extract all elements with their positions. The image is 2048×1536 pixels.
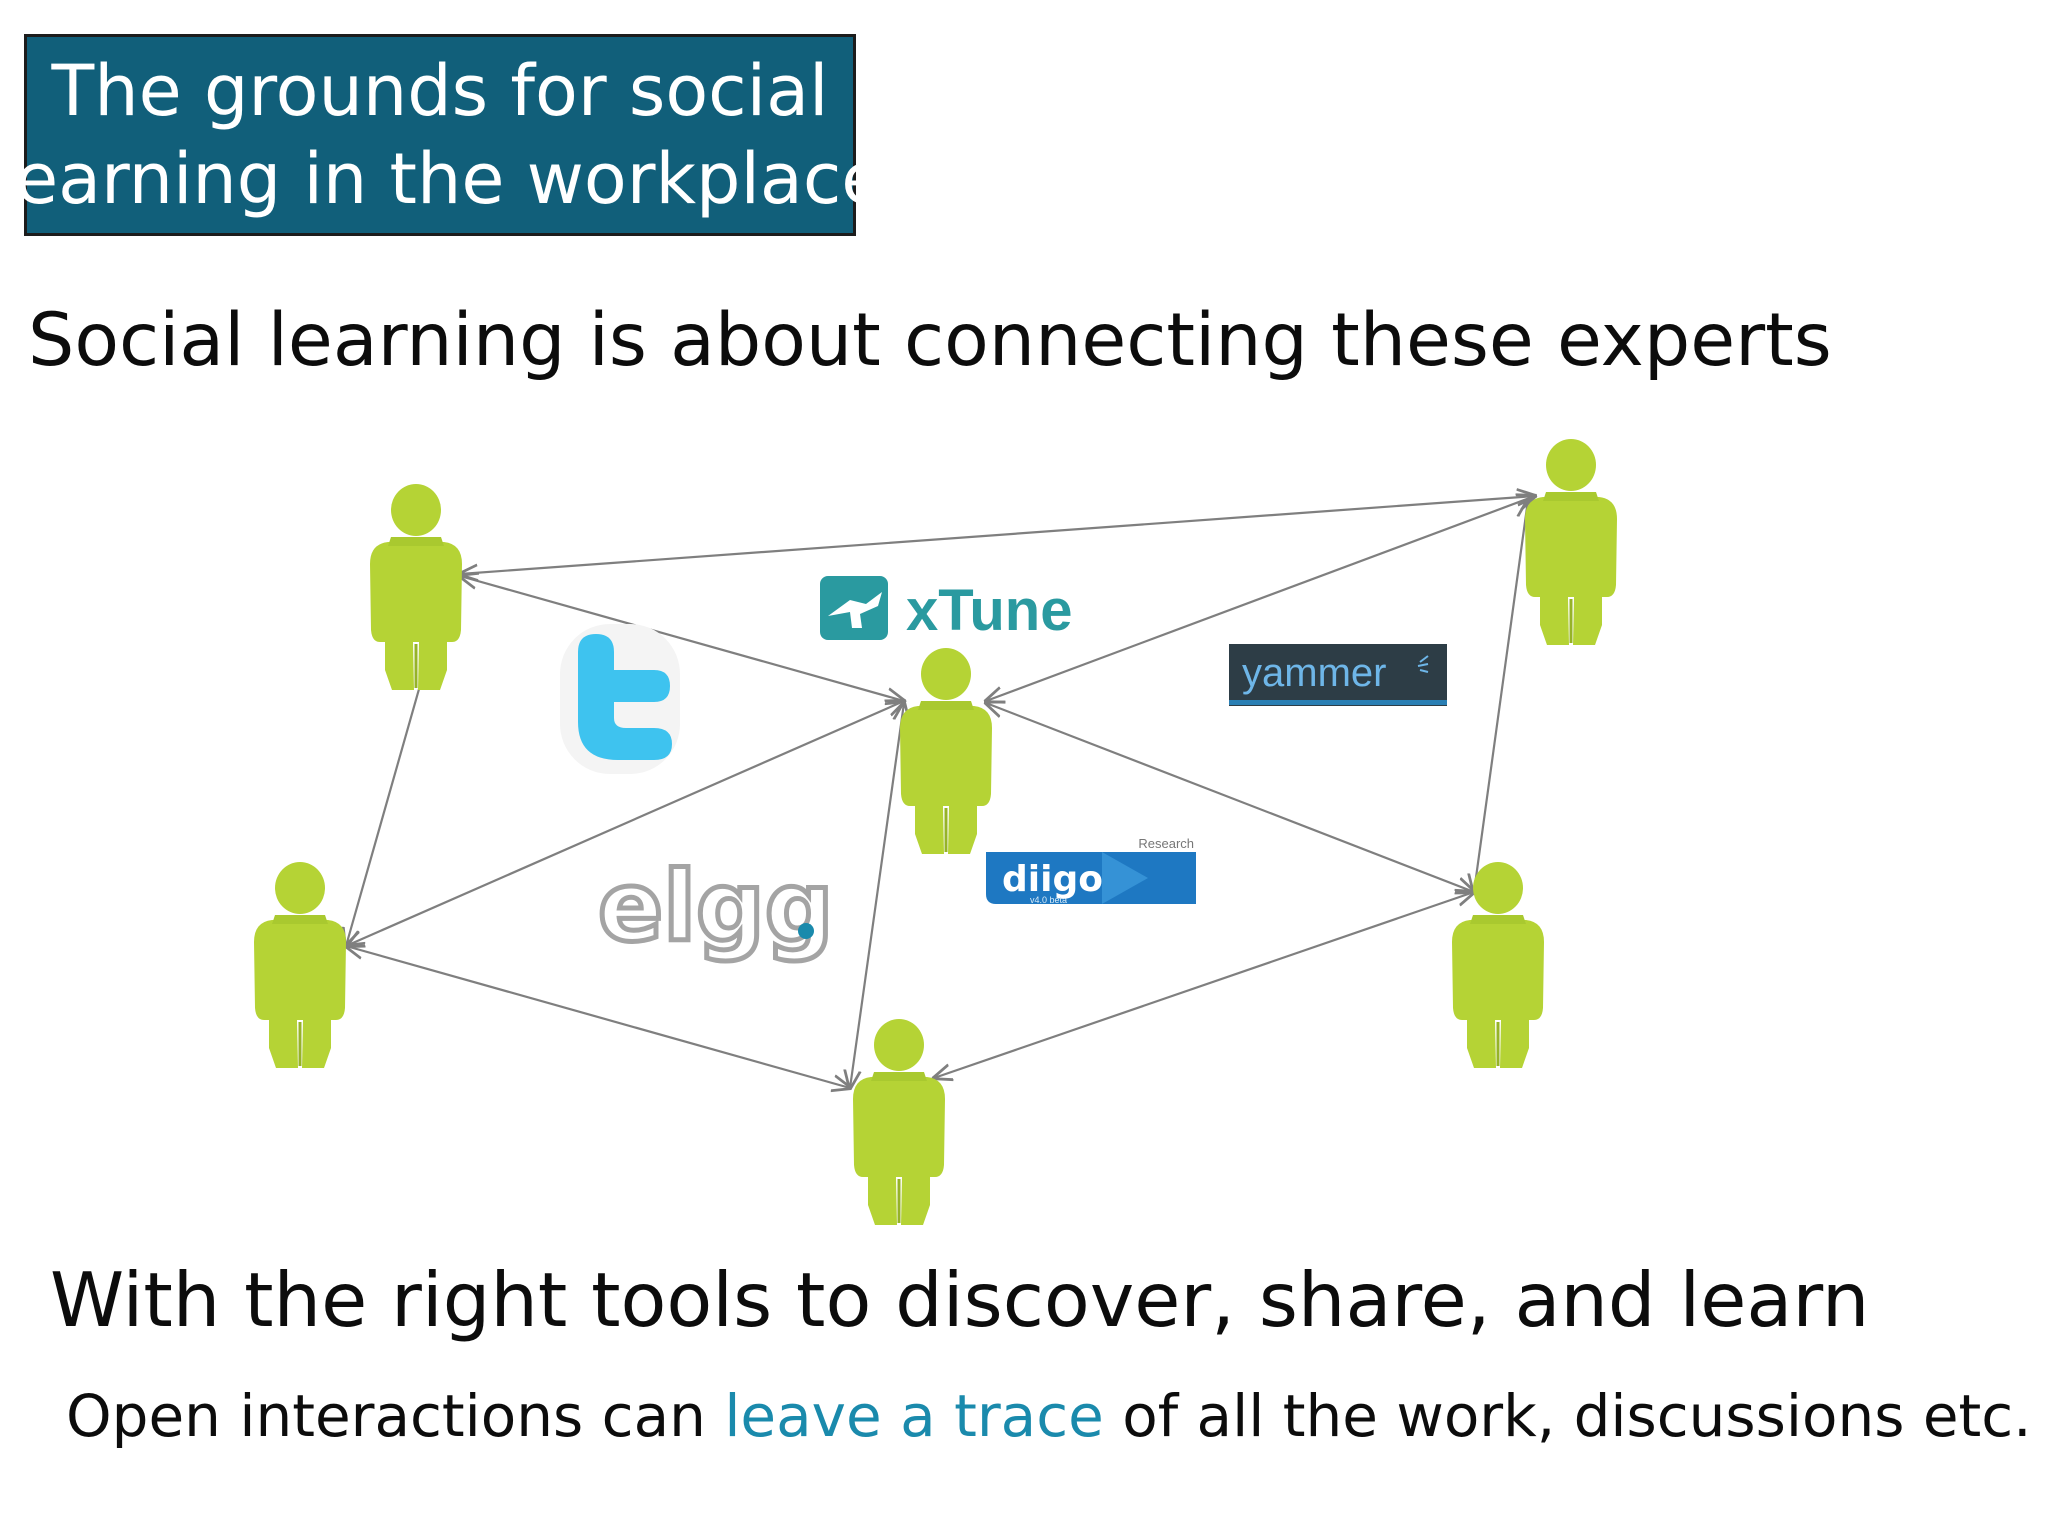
slide-title-box: The grounds for social learning in the w… — [0, 34, 884, 236]
leave-trace-highlight: leave a trace — [724, 1382, 1104, 1450]
diigo-logo: Research diigo v4.0 beta — [986, 836, 1196, 905]
connector-line — [986, 496, 1535, 701]
slide-subtitle: Social learning is about connecting thes… — [28, 298, 1832, 383]
connector-line — [1474, 500, 1528, 892]
expert-figure — [898, 646, 994, 856]
xtune-logo: xTune — [820, 576, 1073, 643]
open-suffix: of all the work, discussions etc. — [1103, 1382, 2032, 1450]
connector-line — [346, 946, 850, 1088]
elgg-logo: elgg — [596, 849, 836, 966]
yammer-logo: yammer — [1229, 644, 1447, 706]
connector-line — [460, 576, 904, 701]
expert-figure — [252, 860, 348, 1070]
expert-figure — [851, 1017, 947, 1227]
diigo-logo-text: diigo — [1002, 859, 1103, 900]
connector-line — [460, 496, 1535, 574]
xtune-logo-text: xTune — [906, 578, 1073, 643]
twitter-logo-icon — [560, 624, 680, 774]
expert-figure — [1523, 437, 1619, 647]
elgg-logo-text: elgg — [598, 851, 833, 963]
connector-line — [934, 892, 1474, 1078]
title-line-2: learning in the workplace — [0, 138, 885, 220]
diigo-tag-text: Research — [1138, 836, 1194, 851]
expert-figure — [368, 482, 464, 692]
open-prefix: Open interactions can — [66, 1382, 725, 1450]
yammer-logo-text: yammer — [1242, 651, 1386, 695]
connector-line — [986, 703, 1474, 892]
connector-line — [850, 703, 904, 1088]
expert-figure — [1450, 860, 1546, 1070]
diigo-version-text: v4.0 beta — [1030, 895, 1067, 905]
title-line-1: The grounds for social — [51, 50, 829, 132]
expert-network-diagram: xTune yammer elgg Research diigo v4.0 be… — [252, 437, 1619, 1227]
open-interactions-statement: Open interactions can leave a trace of a… — [66, 1382, 2032, 1450]
tools-statement: With the right tools to discover, share,… — [50, 1256, 1870, 1344]
connector-line — [346, 701, 904, 946]
